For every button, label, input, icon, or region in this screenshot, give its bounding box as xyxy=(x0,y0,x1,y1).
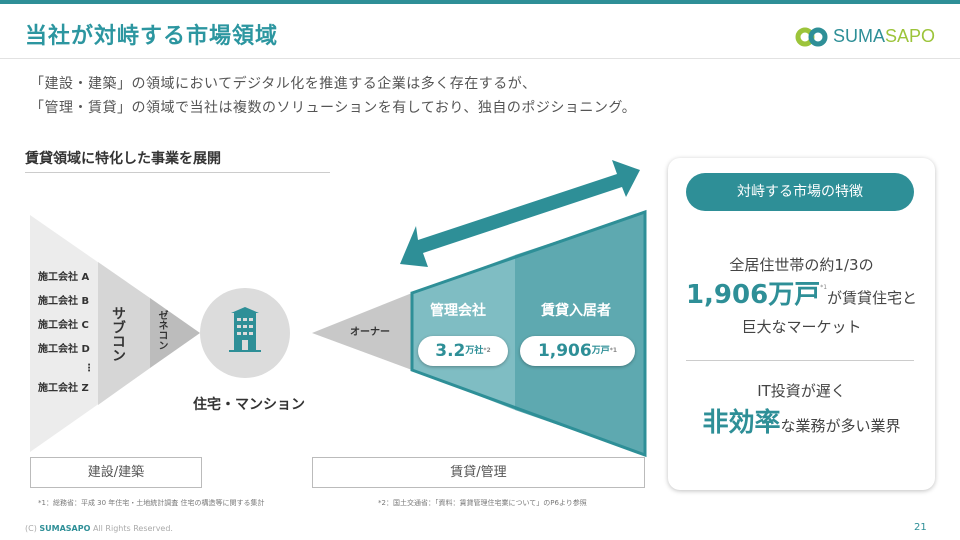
tenant-label: 賃貸入居者 xyxy=(541,303,611,319)
tenant-unit: 万戸 xyxy=(591,346,610,356)
logo-icon xyxy=(795,27,828,46)
logo-text-suma: SUMA xyxy=(833,26,886,46)
ellipsis: ⋮ xyxy=(84,363,94,374)
card-note: *1 xyxy=(820,284,828,291)
footer-copyright: (C) SUMASAPO All Rights Reserved. xyxy=(25,524,173,534)
footer-brand: SUMASAPO xyxy=(39,524,91,533)
market-features-card: 対峙する市場の特徴 全居住世帯の約1/3の 1,906万戸*1が賃貸住宅と 巨大… xyxy=(668,158,935,490)
contractor-item: 施工会社 A xyxy=(38,272,90,283)
double-arrow xyxy=(400,160,640,267)
card-divider xyxy=(686,360,914,361)
card-line-4: IT投資が遅く xyxy=(757,382,846,400)
building-icon xyxy=(229,307,261,352)
contractor-item: 施工会社 D xyxy=(38,344,90,355)
logo-text-sapo: SAPO xyxy=(885,26,936,46)
housing-label: 住宅・マンション xyxy=(193,397,305,413)
construction-domain-box: 建設/建築 xyxy=(30,457,202,488)
card-line-5: 非効率な業務が多い業界 xyxy=(668,406,935,440)
footer-rights: All Rights Reserved. xyxy=(92,524,173,533)
tenant-value: 1,906 xyxy=(537,341,592,361)
mgmt-value: 3.2 xyxy=(435,341,466,361)
market-outline xyxy=(410,209,647,458)
contractor-item: 施工会社 B xyxy=(38,296,90,307)
card-line-3: 巨大なマーケット xyxy=(741,318,862,336)
copyright-mark: (C) xyxy=(25,524,37,533)
mgmt-segment xyxy=(412,255,515,410)
page-number: 21 xyxy=(914,522,927,533)
footnote-1: *1：総務省：平成 30 年住宅・土地統計調査 住宅の構造等に関する集計 xyxy=(38,499,265,507)
logo: SUMASAPO xyxy=(795,26,935,47)
footnote-2: *2：国土交通省：「資料：賃貸管理住宅業について」のP6より参照 xyxy=(378,499,587,507)
mgmt-unit: 万社 xyxy=(465,346,484,356)
tenant-segment xyxy=(515,212,645,455)
owner-label: オーナー xyxy=(350,327,390,338)
owner-funnel xyxy=(312,293,412,370)
card-line-1: 全居住世帯の約1/3の xyxy=(729,256,874,274)
section-underline xyxy=(25,172,330,173)
card-line-2: 1,906万戸*1が賃貸住宅と xyxy=(668,278,935,312)
card-line-5-text: な業務が多い業界 xyxy=(780,417,901,435)
section-heading: 賃貸領域に特化した事業を展開 xyxy=(25,151,221,167)
genecon-band xyxy=(150,298,200,368)
subcon-band xyxy=(98,262,150,405)
contractor-item: 施工会社 C xyxy=(38,320,89,331)
card-heading: 対峙する市場の特徴 xyxy=(686,173,914,211)
card-line-2-text: が賃貸住宅と xyxy=(827,289,918,307)
subcon-label: サブコン xyxy=(110,306,126,362)
mgmt-label: 管理会社 xyxy=(430,303,486,319)
intro-line-2: 「管理・賃貸」の領域で当社は複数のソリューションを有しており、独自のポジショニン… xyxy=(30,100,637,116)
header-divider xyxy=(0,58,960,59)
intro-line-1: 「建設・建築」の領域においてデジタル化を推進する企業は多く存在するが、 xyxy=(30,76,537,92)
contractor-item: 施工会社 Z xyxy=(38,383,89,394)
card-big-number: 1,906万戸 xyxy=(685,280,821,310)
card-big-word: 非効率 xyxy=(702,408,781,438)
genecon-label: ゼネコン xyxy=(156,310,167,350)
rental-domain-box: 賃貸/管理 xyxy=(312,457,645,488)
page-title: 当社が対峙する市場領域 xyxy=(25,24,279,49)
top-accent-bar xyxy=(0,0,960,4)
